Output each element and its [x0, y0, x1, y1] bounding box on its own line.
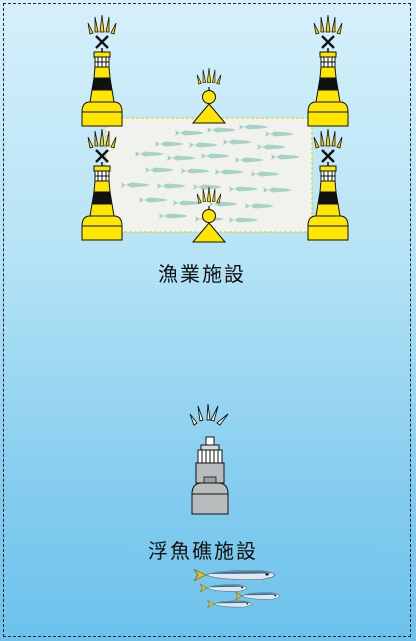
lighted-buoy-icon: [308, 15, 348, 126]
lighted-buoy-icon: [308, 129, 348, 240]
area-boundary: [3, 3, 411, 637]
sardine-icon: [193, 568, 281, 609]
fish-aggregating-facility-label: 浮魚礁施設: [148, 539, 258, 563]
fish-aggregating-buoy-icon: [189, 403, 229, 515]
fishery-facility-label: 漁業施設: [158, 262, 246, 286]
lighted-buoy-icon: [82, 15, 122, 126]
spherical-buoy-icon: [193, 68, 225, 123]
